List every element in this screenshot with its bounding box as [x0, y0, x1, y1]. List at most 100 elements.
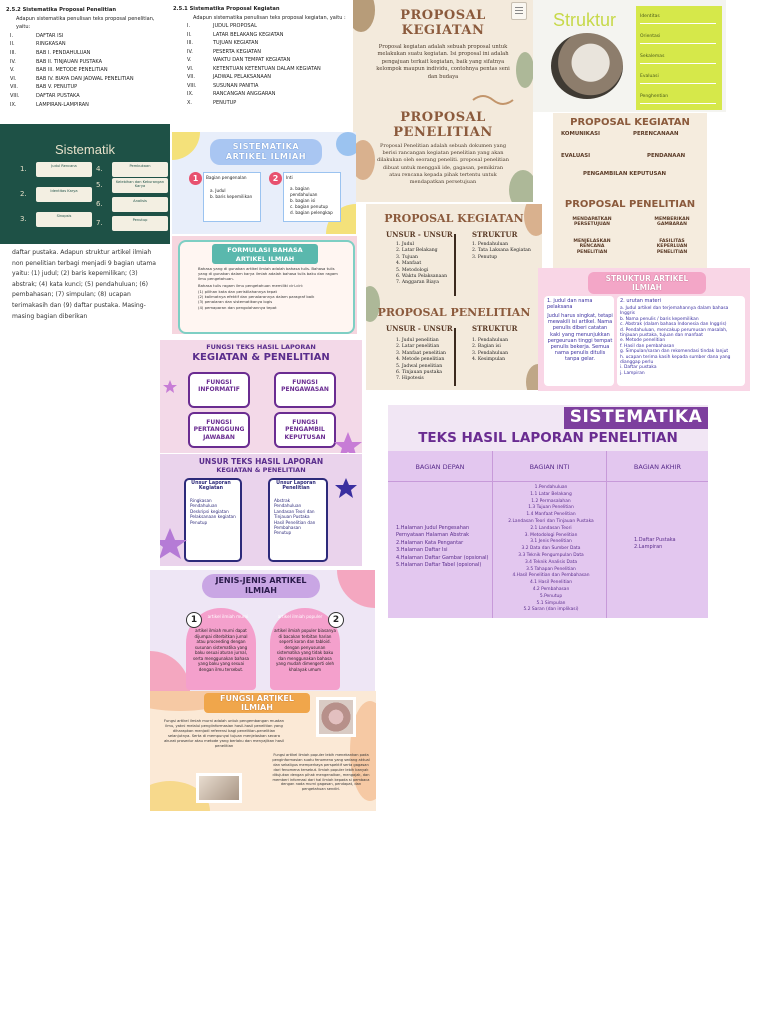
menu-icon[interactable]	[511, 2, 527, 20]
header-divider	[388, 481, 708, 482]
urutan-item: g. Simpulan/saran dan rekomendasi tindak…	[620, 349, 729, 355]
fl-title-1: FUNGSI TEKS HASIL LAPORAN	[206, 343, 316, 351]
outline-item-text: BAB V. PENUTUP	[36, 84, 78, 91]
ul-left-card	[184, 478, 242, 562]
struktur-list-item: 3. Tujuan	[396, 254, 418, 260]
sp-p-title: PROPOSAL PENELITIAN	[377, 306, 531, 319]
formulasi-title-1: FORMULASI BAHASA	[227, 246, 303, 254]
sistematik-item-label: Sinopsis	[56, 214, 72, 218]
unsur-item: Hasil Penelitian dan Pembahasan	[274, 519, 316, 531]
ja-head-2: artikel ilmiah populer	[277, 614, 323, 619]
formulasi-point: (4) pemaparan dan pengolahannya tepat	[198, 304, 277, 310]
urutan-item: i. Daftar pustaka	[620, 365, 657, 371]
outline-item-number: IV.	[187, 48, 193, 55]
outline-item: II.RINGKASAN	[10, 40, 166, 49]
kompetensi-tag: PENDANAAN	[647, 153, 686, 159]
struktur-list-item: 5. Jadwal penelitian	[396, 363, 443, 369]
sl-table	[388, 451, 708, 618]
sp-divider	[454, 234, 456, 296]
outline-item-number: II.	[187, 31, 192, 38]
unsur-item: Deskripsi kegiatan	[190, 508, 229, 514]
outline-item-number: IV.	[10, 58, 16, 65]
fungsi-box-label: FUNGSI PENGAMBIL KEPUTUSAN	[284, 419, 326, 441]
laporan-item: 1.Halaman Judul Pengesahan	[396, 525, 470, 531]
left-label: Bagian pengenalan	[206, 175, 247, 180]
outline-intro: Adapun sistematika penulisan teks propos…	[193, 14, 346, 21]
laporan-item: 3.Halaman Daftar Isi	[396, 547, 448, 554]
laporan-item: 1.4 Manfaat Penelitian	[526, 512, 576, 518]
struktur-divider	[640, 83, 716, 84]
proposal-kegiatan-title: PROPOSAL KEGIATAN	[400, 8, 486, 38]
outline-item: VIII.DAFTAR PUSTAKA	[10, 92, 166, 101]
sp-k-col1: UNSUR - UNSUR	[386, 230, 453, 239]
laporan-item: 2.Lampiran	[634, 544, 663, 551]
urutan-item: b. Nama penulis / baris kepemilikan	[620, 316, 699, 322]
struktur-artikel-panel: STRUKTUR ARTIKEL ILMIAH 1. judul dan nam…	[538, 268, 750, 391]
sistematik-item-card	[36, 212, 92, 227]
formulasi-banner	[212, 244, 318, 264]
sa2-title-2: ILMIAH	[632, 283, 662, 292]
outline-item: IV.PESERTA KEGIATAN	[187, 48, 349, 57]
ul-title-2: KEGIATAN & PENELITIAN	[216, 466, 306, 474]
sa2-col1-body: Judul harus singkat, tetapi mewakili isi…	[547, 313, 613, 363]
outline-item-text: BAB IV. BIAYA DAN JADWAL PENELITIAN	[36, 75, 134, 82]
laporan-item: 2.1 Landasan Teori	[530, 525, 572, 531]
struktur-item: Sekalemas	[640, 54, 665, 59]
sistematik-item-label: Identitas Karya	[50, 189, 78, 193]
kompetensi-tag: EVALUASI	[561, 153, 591, 159]
point-item: c. bagian penutup	[290, 204, 329, 209]
struktur-list-item: 4. Metode penelitian	[396, 357, 445, 363]
outline-item: VI.BAB IV. BIAYA DAN JADWAL PENELITIAN	[10, 75, 166, 84]
outline-item-text: BAB II. TINJAUAN PUSTAKA	[36, 58, 103, 65]
outline-item: VII.BAB V. PENUTUP	[10, 83, 166, 92]
urutan-item: f. Hasil dan pembahasan	[620, 343, 675, 349]
sl-title-2: TEKS HASIL LAPORAN PENELITIAN	[418, 430, 678, 446]
outline-item-number: X.	[187, 99, 193, 106]
sp-p-col1: UNSUR - UNSUR	[386, 324, 453, 333]
struktur-list-item: 3. Pendahuluan	[472, 350, 509, 356]
sistematik-item-card	[112, 197, 168, 212]
number-badge-2: 2	[269, 172, 282, 185]
ja-banner	[202, 574, 320, 598]
outline-item-text: RINGKASAN	[36, 41, 66, 48]
outline-item-number: V.	[187, 57, 192, 63]
outline-item-number: V.	[10, 67, 15, 74]
outline-item: II.LATAR BELAKANG KEGIATAN	[187, 31, 349, 40]
outline-item: III.BAB I. PENDAHULUAN	[10, 49, 166, 58]
laporan-item: Pernyataan Halaman Abstrak	[396, 532, 470, 539]
laporan-item: 4.1 Hasil Penelitian	[529, 580, 573, 586]
outline-item-number: III.	[10, 49, 17, 56]
unsur-item: Pelaksanaan kegiatan	[190, 514, 236, 520]
fa-body-2: Fungsi artikel ilmiah populer lebih mene…	[272, 753, 370, 792]
outline-intro: Adapun sistematika penulisan teks propos…	[16, 15, 155, 31]
sa2-col2-items: a. Judul artikel dan terjemahannya dalam…	[620, 306, 744, 376]
outline-item-text: BAB III. METODE PENELITIAN	[36, 67, 108, 74]
ja-num-1: 1	[186, 612, 202, 628]
sl-banner	[564, 407, 708, 429]
struktur-divider	[640, 103, 716, 104]
sistematik-item-label: Penutup	[132, 218, 148, 222]
urutan-item: j. Lampiran	[620, 370, 645, 376]
unsur-item: Ringkasan	[190, 498, 212, 503]
struktur-item: Evaluasi	[640, 74, 659, 79]
sistematik-item-label: Judul Rencana	[51, 164, 77, 168]
artikel-title-banner	[210, 139, 322, 165]
sistematik-item-card	[112, 216, 168, 231]
ja-num-2: 2	[328, 612, 344, 628]
point-item: a. bagian pendahuluan	[290, 186, 318, 197]
sistematik-item-label: Analisis	[133, 199, 147, 203]
sl-divider	[606, 451, 607, 618]
struktur-list-item: 1. Pendahuluan	[472, 338, 509, 343]
fa-body-1: Fungsi artikel ilmiah murni adalah untuk…	[164, 719, 284, 748]
urutan-item: e. Metode penelitian	[620, 338, 666, 344]
outline-item-number: VIII.	[187, 82, 197, 89]
laporan-item: 3.5 Tahapan Penelitian	[526, 566, 576, 572]
outline-heading: 2.5.2 Sistematika Proposal Penelitian	[6, 7, 117, 13]
laporan-item: 3.2 Data dan Sumber Data	[521, 546, 581, 552]
